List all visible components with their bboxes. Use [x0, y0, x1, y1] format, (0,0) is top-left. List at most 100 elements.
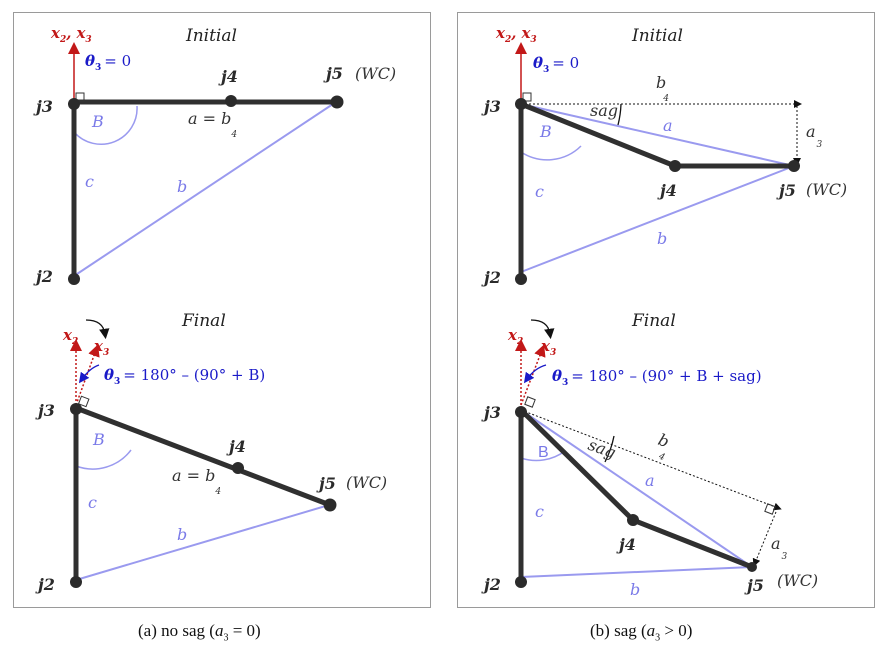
- j5-label: j5: [323, 64, 343, 83]
- side-b-line: [520, 566, 753, 578]
- j5-label: j5: [776, 181, 796, 200]
- theta-final: θ3= 180° – (90° + B): [104, 366, 265, 387]
- joint-j4: [225, 95, 237, 107]
- angle-B-label: B: [539, 122, 552, 141]
- joint-j3: [515, 406, 527, 418]
- angle-B-label: B: [92, 430, 105, 449]
- side-a-label: a: [663, 116, 673, 135]
- wc-label: (WC): [777, 571, 818, 590]
- side-b-label: b: [177, 525, 187, 544]
- side-a-label: a = b4: [188, 109, 237, 140]
- theta-initial: θ3= 0: [533, 54, 579, 75]
- side-a-label: a: [645, 471, 655, 490]
- x2-label: x2: [62, 326, 78, 347]
- initial-title: Initial: [185, 26, 237, 46]
- j2-label: j2: [481, 575, 501, 594]
- b4-dotted-line: [520, 409, 782, 511]
- a3-label: a3: [806, 122, 823, 150]
- j4-label: j4: [657, 181, 677, 200]
- axis-x3: [520, 344, 546, 406]
- side-b-label: b: [177, 177, 187, 196]
- panel-no-sag: [13, 12, 431, 608]
- joint-j3: [515, 98, 527, 110]
- joint-j5: [323, 498, 337, 512]
- a3-dotted-line: [752, 511, 777, 567]
- j3-label: j3: [481, 403, 501, 422]
- joint-j4: [627, 514, 639, 526]
- wc-label: (WC): [355, 64, 396, 83]
- angle-B-label: B: [538, 444, 549, 461]
- theta-initial: θ3= 0: [85, 52, 131, 73]
- x2-label: x2,x3: [50, 24, 92, 45]
- right-angle-mark-b4: [764, 503, 776, 515]
- j4-label: j4: [218, 67, 238, 86]
- j4-label: j4: [226, 437, 246, 456]
- wc-label: (WC): [346, 473, 387, 492]
- theta-final: θ3= 180° – (90° + B + sag): [552, 367, 762, 388]
- angle-sag-arc: [617, 103, 622, 126]
- link-j3-j5: [75, 405, 331, 508]
- theta-arrow: [78, 364, 100, 384]
- sag-label: sag: [590, 101, 618, 120]
- link-j4-j5: [632, 517, 753, 570]
- panel-b-final: Final x2 x3 θ3= 180° – (90° + B + sag) j…: [481, 311, 818, 599]
- side-c-label: c: [88, 493, 97, 512]
- j3-label: j3: [33, 97, 53, 116]
- angle-B-arc: [520, 450, 566, 462]
- x2-label: x2: [507, 326, 523, 347]
- b4-label: b4: [652, 430, 674, 463]
- j3-label: j3: [481, 97, 501, 116]
- x3-label: x3: [540, 337, 556, 358]
- j5-label: j5: [316, 474, 336, 493]
- j2-label: j2: [35, 575, 55, 594]
- joint-j3: [70, 403, 82, 415]
- joint-j2: [70, 576, 82, 588]
- j2-label: j2: [481, 268, 501, 287]
- wc-label: (WC): [806, 180, 847, 199]
- side-b-line: [520, 165, 795, 273]
- side-c-label: c: [535, 502, 544, 521]
- joint-j4: [669, 160, 681, 172]
- final-title: Final: [181, 311, 226, 331]
- joint-j2: [68, 273, 80, 285]
- right-angle-mark: [524, 396, 536, 408]
- joint-j3: [68, 98, 80, 110]
- joint-j2: [515, 576, 527, 588]
- side-b-line: [73, 103, 334, 277]
- side-b-line: [75, 504, 330, 581]
- panel-a-final: Final x2 x3 θ3= 180° – (90° + B) j3 j2 j…: [35, 311, 387, 594]
- right-angle-mark: [75, 92, 85, 102]
- joint-j5: [788, 160, 800, 172]
- initial-title: Initial: [631, 26, 683, 46]
- caption-a: (a) no sag (a3 = 0): [138, 621, 261, 644]
- side-b-label: b: [630, 580, 640, 599]
- angle-B-arc: [73, 105, 138, 146]
- angle-B-label: B: [91, 112, 104, 131]
- angle-B-arc: [520, 145, 582, 161]
- caption-b: (b) sag (a3 > 0): [590, 621, 693, 644]
- rotation-arrow: [85, 319, 110, 340]
- j5-label: j5: [744, 576, 764, 595]
- link-j3-j4: [519, 408, 635, 522]
- panel-a-initial: Initial x2,x3 θ3= 0 j3 j2 j4 j5 (WC) B c…: [33, 24, 396, 286]
- right-angle-mark: [522, 92, 532, 102]
- joint-j5: [747, 562, 757, 572]
- side-b-label: b: [657, 229, 667, 248]
- side-a-line: [520, 409, 753, 568]
- j2-label: j2: [33, 267, 53, 286]
- final-title: Final: [631, 311, 676, 331]
- j3-label: j3: [35, 401, 55, 420]
- link-j3-j4: [520, 101, 676, 169]
- axis-x3: [75, 344, 100, 406]
- a3-label: a3: [771, 534, 788, 562]
- side-a-line: [520, 103, 795, 167]
- theta-arrow: [523, 364, 547, 384]
- j4-label: j4: [616, 535, 636, 554]
- rotation-arrow: [530, 319, 555, 340]
- side-c-label: c: [535, 182, 544, 201]
- angle-B-arc: [75, 449, 132, 470]
- angle-sag-arc: [604, 435, 615, 463]
- x2-label: x2,x3: [495, 24, 537, 45]
